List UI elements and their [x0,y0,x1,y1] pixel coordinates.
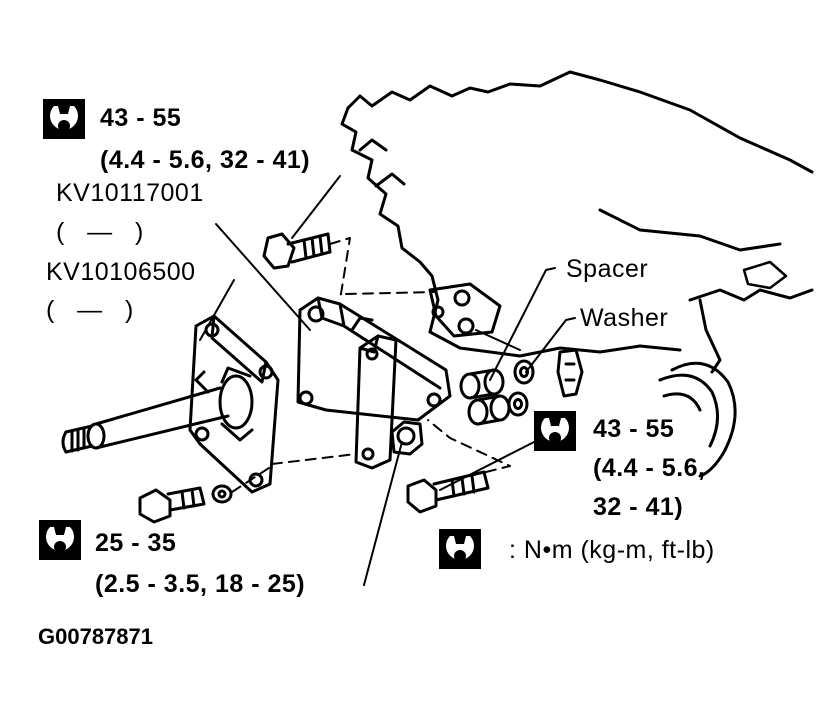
bolt-bottom-right [406,470,490,514]
transmission-housing [340,70,814,478]
support-plate [296,296,452,422]
figure-id: G00787871 [38,624,153,649]
special-tool-shaft [61,386,230,454]
tool-code-2: KV10106500 [46,258,196,286]
alignment-lines [231,237,511,493]
special-tool-flange [188,314,280,494]
tool-code-1: KV10117001 [56,179,204,207]
bolt-bottom-left [138,484,233,524]
mounting-bar [354,334,398,470]
washers [507,359,535,417]
torque-wrench-icon [534,411,576,451]
torque-right-range: 43 - 55 [593,415,675,443]
legend-units: : N•m (kg-m, ft-lb) [509,536,715,564]
spacers [459,368,511,426]
torque-top-range: 43 - 55 [100,104,182,132]
leader-lines [199,175,576,586]
housing-bracket [428,282,521,351]
tool-paren-1: ( — ) [56,218,144,246]
torque-right-units-2: 32 - 41) [593,493,684,521]
bolt-top [262,232,332,270]
torque-wrench-icon [43,99,85,139]
tool-paren-2: ( — ) [46,296,134,324]
torque-bottom-units: (2.5 - 3.5, 18 - 25) [95,570,306,598]
hex-nut [390,420,424,456]
washer-callout: Washer [580,304,669,332]
spacer-callout: Spacer [566,255,649,283]
torque-top-units: (4.4 - 5.6, 32 - 41) [100,146,311,174]
torque-bottom-range: 25 - 35 [95,529,177,557]
torque-wrench-icon [439,529,481,569]
retaining-clip [556,348,584,398]
torque-wrench-icon [39,520,81,560]
torque-right-units-1: (4.4 - 5.6, [593,454,706,482]
